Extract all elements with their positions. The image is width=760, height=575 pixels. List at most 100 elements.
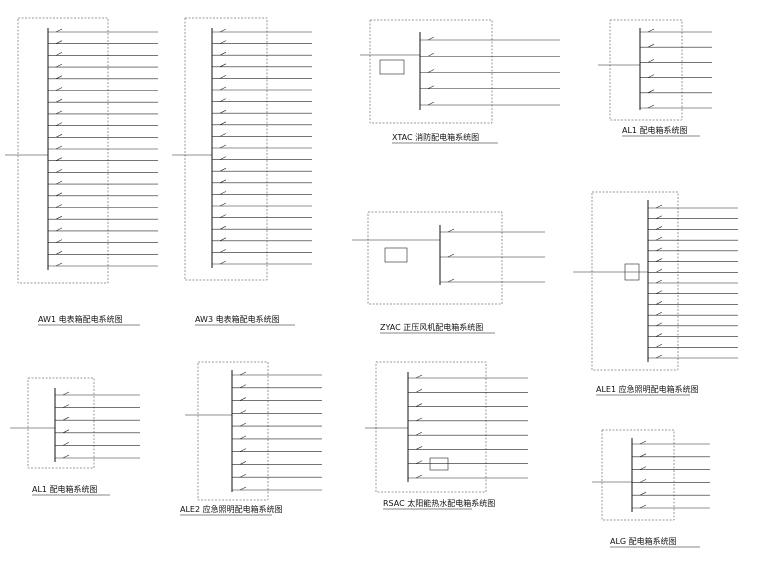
al1-bottom-feeder-row	[55, 404, 140, 408]
aw1-feeder-row	[48, 145, 158, 150]
aw1-feeder-row	[48, 227, 158, 232]
aw3-feeder-row	[212, 28, 312, 33]
panel-al1-top: AL1 配电箱系统图	[598, 19, 712, 137]
rsac-feeder-row	[408, 474, 528, 479]
aw3-feeder-row	[212, 40, 312, 44]
panel-al1-top-feeders	[640, 28, 712, 109]
ale1-feeder-row	[648, 226, 738, 230]
rsac-feeder-row	[408, 460, 528, 465]
alg-feeder-row	[632, 504, 710, 509]
panel-ale2: ALE2 应急照明配电箱系统图	[180, 361, 322, 516]
panel-al1-bottom: AL1 配电箱系统图	[10, 377, 140, 496]
ale2-feeder-row	[232, 448, 322, 452]
ale1-feeder-row	[648, 333, 738, 337]
al1-bottom-feeder-row	[55, 416, 140, 421]
panel-aw1: AW1 电表箱配电系统图	[5, 17, 158, 326]
al1-top-feeder-row	[640, 59, 712, 63]
panel-ale2-feeders	[232, 371, 322, 491]
aw1-feeder-row	[48, 262, 158, 267]
ale1-feeder-row	[648, 301, 738, 305]
panel-al1-bottom-enclosure	[27, 377, 95, 469]
rsac-feeder-row	[408, 446, 528, 450]
panel-alg-enclosure	[601, 429, 675, 521]
ale2-feeder-row	[232, 435, 322, 440]
aw1-feeder-row	[48, 28, 158, 33]
ale1-feeder-row	[648, 236, 738, 241]
aw1-feeder-row	[48, 157, 158, 161]
aw3-feeder-row	[212, 133, 312, 137]
zyac-feeder-row	[440, 253, 545, 258]
xtac-feeder-row	[420, 36, 560, 41]
al1-bottom-feeder-row	[55, 454, 140, 459]
ale1-feeder-row	[648, 322, 738, 327]
panel-xtac: XTAC 消防配电箱系统图	[360, 19, 560, 144]
al1-top-feeder-row	[640, 74, 712, 78]
al1-top-feeder-row	[640, 43, 712, 48]
ale1-feeder-row	[648, 247, 738, 252]
aw3-feeder-row	[212, 121, 312, 126]
alg-feeder-row	[632, 440, 710, 445]
panel-rsac-enclosure	[375, 361, 487, 493]
aw1-feeder-row	[48, 251, 158, 255]
panel-zyac: ZYAC 正压风机配电箱系统图	[352, 211, 545, 334]
panel-ale2-enclosure	[197, 361, 269, 501]
ale2-feeder-row	[232, 384, 322, 389]
aw1-feeder-row	[48, 40, 158, 45]
al1-top-feeder-row	[640, 28, 712, 33]
rsac-feeder-row	[408, 374, 528, 379]
ale2-feeder-row	[232, 422, 322, 427]
alg-feeder-row	[632, 453, 710, 458]
panel-aw3-enclosure	[184, 17, 268, 281]
ale1-feeder-row	[648, 344, 738, 348]
panel-al1-bottom-feeders	[55, 391, 140, 459]
zyac-feeder-row	[440, 228, 545, 233]
xtac-feeder-row	[420, 69, 560, 73]
ale2-feeder-row	[232, 371, 322, 376]
ale1-feeder-row	[648, 204, 738, 209]
aw1-feeder-row	[48, 134, 158, 138]
al1-bottom-feeder-row	[55, 429, 140, 434]
aw3-feeder-row	[212, 144, 312, 149]
alg-feeder-row	[632, 479, 710, 483]
aw3-feeder-row	[212, 98, 312, 102]
xtac-feeder-row	[420, 101, 560, 106]
aw1-feeder-row	[48, 98, 158, 103]
alg-feeder-row	[632, 466, 710, 470]
panel-ale1: ALE1 应急照明配电箱系统图	[573, 191, 738, 396]
panel-zyac-enclosure	[367, 211, 503, 305]
panel-aw3: AW3 电表箱配电系统图	[172, 17, 312, 326]
panel-ale2-title: ALE2 应急照明配电箱系统图	[180, 504, 283, 514]
aw1-feeder-row	[48, 122, 158, 126]
rsac-feeder-row	[408, 417, 528, 422]
rsac-feeder-row	[408, 389, 528, 393]
panel-xtac-feeders	[420, 36, 560, 106]
panel-zyac-feeders	[440, 228, 545, 283]
zyac-feeder-row	[440, 278, 545, 283]
aw3-feeder-row	[212, 214, 312, 218]
panel-zyac-title: ZYAC 正压风机配电箱系统图	[380, 322, 483, 332]
ale2-feeder-row	[232, 461, 322, 465]
panel-aw1-enclosure	[17, 17, 109, 284]
ale2-feeder-row	[232, 410, 322, 414]
ale1-feeder-row	[648, 354, 738, 359]
panel-ale1-enclosure	[591, 191, 679, 371]
al1-bottom-feeder-row	[55, 391, 140, 396]
panel-ale1-feeders	[648, 204, 738, 359]
aw3-feeder-row	[212, 156, 312, 160]
al1-top-feeder-row	[640, 89, 712, 94]
aw3-feeder-row	[212, 51, 312, 56]
aw3-feeder-row	[212, 167, 312, 172]
aw3-feeder-row	[212, 63, 312, 68]
ale1-feeder-row	[648, 279, 738, 284]
panel-rsac-feeders	[408, 374, 528, 479]
ale2-feeder-row	[232, 473, 322, 478]
aw3-feeder-row	[212, 109, 312, 114]
al1-bottom-feeder-row	[55, 442, 140, 446]
aw1-feeder-row	[48, 239, 158, 243]
aw1-feeder-row	[48, 52, 158, 56]
panel-xtac-title: XTAC 消防配电箱系统图	[392, 132, 479, 142]
ale1-feeder-row	[648, 215, 738, 220]
ale1-feeder-row	[648, 269, 738, 273]
